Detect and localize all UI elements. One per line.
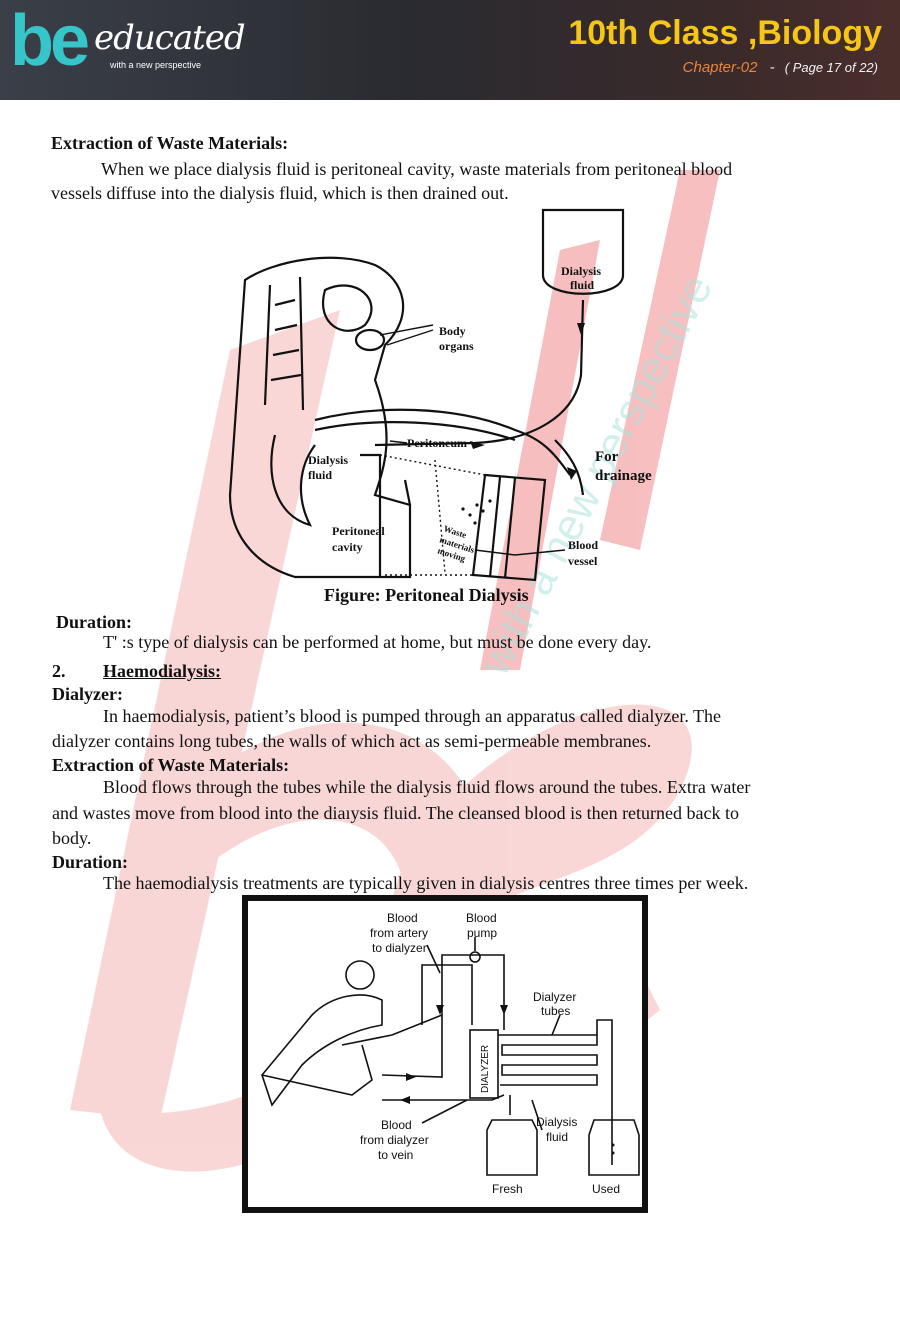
label-for-drainage-2: drainage: [595, 468, 652, 484]
beeducated-logo: be educated with a new perspective: [10, 1, 246, 94]
label-used: Used: [592, 1182, 620, 1196]
label-blood-vessel-2: vessel: [568, 554, 598, 568]
extraction2-line2: and wastes move from blood into the diaı…: [52, 803, 740, 823]
label-vein-2: from dialyzer: [360, 1133, 429, 1147]
heading-duration-1: Duration:: [56, 612, 132, 632]
haemo-number: 2.: [52, 661, 66, 681]
label-pump-1: Blood: [466, 911, 497, 925]
label-artery-3: to dialyzer: [372, 941, 427, 955]
page-number: ( Page 17 of 22): [784, 60, 878, 75]
extraction-para-line2: vessels diffuse into the dialysis fluid,…: [51, 183, 509, 203]
label-dialysis-fluid-1: Dialysis: [308, 453, 348, 467]
label-tubes-1: Dialyzer: [533, 990, 576, 1004]
label-vein-3: to vein: [378, 1148, 413, 1162]
logo-wordmark: educated: [94, 18, 246, 58]
chapter-separator: -: [769, 59, 775, 76]
label-dialyzer: DIALYZER: [480, 1045, 491, 1093]
extraction-para-line1: When we place dialysis fluid is peritone…: [101, 159, 733, 179]
class-subject-title: 10th Class ,Biology: [568, 14, 882, 52]
heading-extraction-waste-2: Extraction of Waste Materials:: [52, 755, 290, 775]
label-peritoneal-cavity-2: cavity: [332, 540, 363, 554]
label-tubes-2: tubes: [541, 1004, 570, 1018]
label-artery-1: Blood: [387, 911, 418, 925]
heading-duration-2: Duration:: [52, 852, 128, 872]
duration2-text: The haemodialysis treatments are typical…: [103, 873, 749, 893]
heading-haemodialysis: Haemodialysis:: [103, 661, 222, 681]
dialyzer-line2: dialyzer contains long tubes, the walls …: [52, 731, 652, 751]
label-pump-2: pump: [467, 926, 497, 940]
label-dialysis-fluid-2: fluid: [308, 468, 332, 482]
dialyzer-line1: In haemodialysis, patient’s blood is pum…: [103, 706, 722, 726]
label-blood-vessel-1: Blood: [568, 538, 598, 552]
label-vein-1: Blood: [381, 1118, 412, 1132]
chapter-label: Chapter-02: [682, 59, 758, 76]
label-for-drainage-1: For: [595, 449, 619, 465]
label-peritoneal-cavity-1: Peritoneal: [332, 524, 385, 538]
label-body-organs-1: Body: [439, 324, 466, 338]
label-artery-2: from artery: [370, 926, 428, 940]
peritoneal-dialysis-figure: Dialysis fluid Body organs Peritoneum Di…: [228, 208, 652, 582]
label-dialysis-fluid-bag-2: fluid: [570, 278, 594, 292]
label-fresh: Fresh: [492, 1182, 523, 1196]
label-fluid-2: fluid: [546, 1130, 568, 1144]
label-body-organs-2: organs: [439, 339, 474, 353]
heading-dialyzer: Dialyzer:: [52, 684, 123, 704]
heading-extraction-waste-1: Extraction of Waste Materials:: [51, 133, 289, 153]
extraction2-line1: Blood flows through the tubes while the …: [103, 777, 751, 797]
label-fluid-1: Dialysis: [536, 1115, 577, 1129]
logo-be-mark: be: [10, 1, 90, 81]
logo-tagline: with a new perspective: [110, 60, 202, 70]
label-dialysis-fluid-bag-1: Dialysis: [561, 264, 601, 278]
page-header: be educated with a new perspective 10th …: [0, 0, 900, 100]
figure1-caption: Figure: Peritoneal Dialysis: [324, 585, 529, 605]
duration1-text: T' :s type of dialysis can be performed …: [103, 632, 652, 652]
haemodialysis-figure: Blood from artery to dialyzer Blood pump…: [242, 895, 648, 1213]
chapter-info: Chapter-02 - ( Page 17 of 22): [683, 59, 878, 76]
extraction2-line3: body.: [52, 828, 92, 848]
label-peritoneum: Peritoneum: [407, 436, 467, 450]
